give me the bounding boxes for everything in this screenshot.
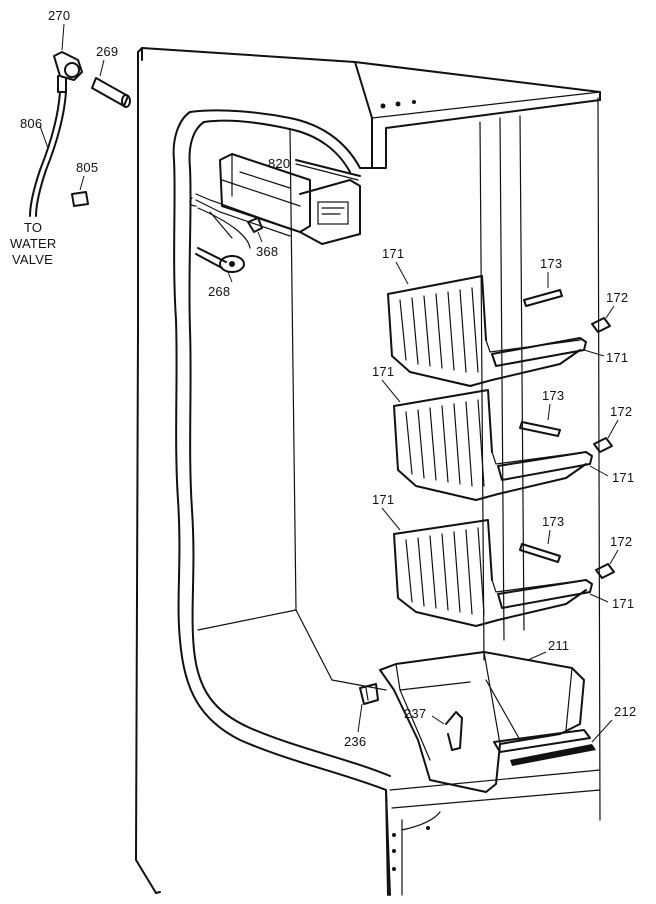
part-237-hinge <box>431 711 463 751</box>
label-212: 212 <box>614 704 636 719</box>
label-173-1: 173 <box>540 256 562 271</box>
part-268-arm <box>195 247 245 283</box>
ice-maker-assembly <box>189 153 361 249</box>
label-171-5: 171 <box>372 492 394 507</box>
part-236-bracket <box>357 683 379 733</box>
shelf-bin-3 <box>381 507 609 627</box>
part-211-bin <box>379 651 591 793</box>
label-173-2: 173 <box>542 388 564 403</box>
label-806: 806 <box>20 116 42 131</box>
shelf-bin-1 <box>387 261 605 387</box>
label-211: 211 <box>548 638 569 653</box>
shelf-bin-2 <box>381 379 609 501</box>
part-269-connector <box>91 59 131 108</box>
label-172-2: 172 <box>610 404 632 419</box>
label-172-3: 172 <box>610 534 632 549</box>
label-270: 270 <box>48 8 70 23</box>
liner-outline <box>172 97 601 896</box>
part-212-trim <box>510 719 613 766</box>
part-806-tube <box>29 91 67 217</box>
label-268: 268 <box>208 284 230 299</box>
label-171-3: 171 <box>372 364 394 379</box>
cabinet-shell <box>135 47 601 894</box>
part-173-support-2 <box>519 403 561 437</box>
label-171-6: 171 <box>612 596 634 611</box>
label-171-1: 171 <box>382 246 404 261</box>
part-270-fitting <box>53 23 83 93</box>
label-171-2: 171 <box>606 350 628 365</box>
label-172-1: 172 <box>606 290 628 305</box>
part-173-support-1 <box>523 272 563 307</box>
label-171-4: 171 <box>612 470 634 485</box>
part-173-support-3 <box>519 529 561 563</box>
label-to: TO <box>24 220 42 235</box>
part-172-clip-3 <box>595 549 619 579</box>
callout-labels: 270 269 806 805 TO WATER VALVE 820 368 2… <box>10 8 636 749</box>
part-172-clip-1 <box>591 305 615 333</box>
label-805: 805 <box>76 160 98 175</box>
label-269: 269 <box>96 44 118 59</box>
part-805-cap <box>71 175 89 207</box>
label-valve: VALVE <box>12 252 53 267</box>
part-172-clip-2 <box>593 419 619 453</box>
label-water: WATER <box>10 236 57 251</box>
part-368-clip <box>247 217 263 243</box>
label-237: 237 <box>404 706 426 721</box>
label-173-3: 173 <box>542 514 564 529</box>
label-236: 236 <box>344 734 366 749</box>
label-368: 368 <box>256 244 278 259</box>
label-820: 820 <box>268 156 290 171</box>
